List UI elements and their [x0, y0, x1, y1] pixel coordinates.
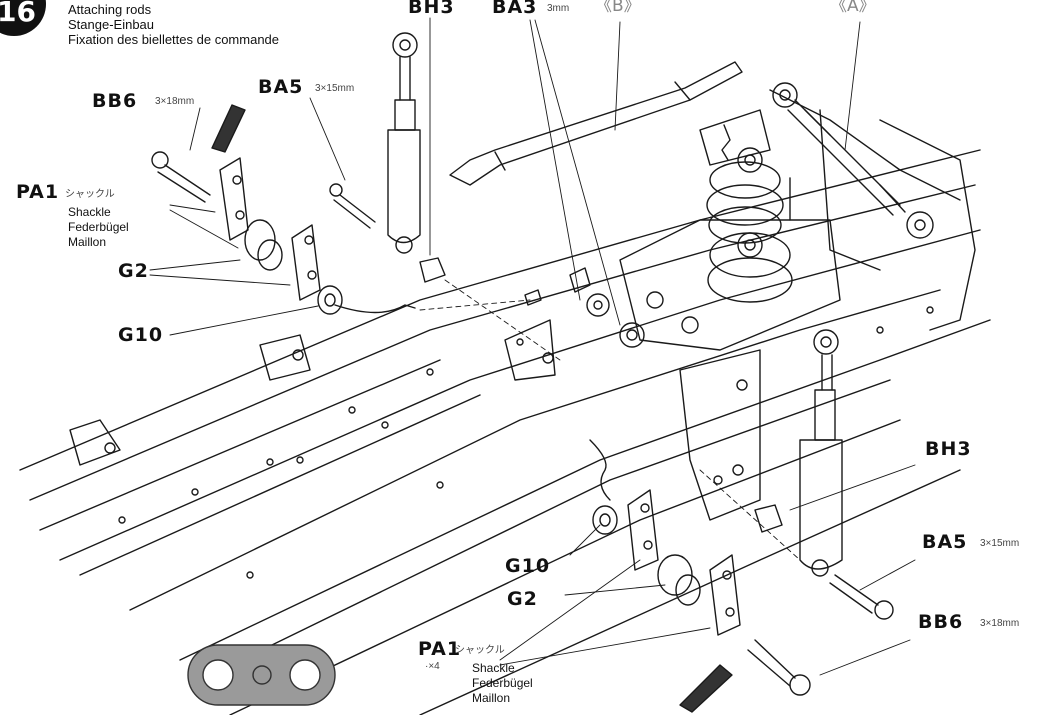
label-pa1-bottom-en: Shackle	[472, 661, 515, 675]
parts-top-left	[151, 104, 416, 315]
rod-a	[772, 82, 934, 239]
label-ba5-bottom-size: 3×15mm	[980, 538, 1020, 549]
label-ba5-top: BA5	[258, 76, 304, 98]
title-english: Attaching rods	[68, 2, 152, 17]
label-g2-top: G2	[118, 260, 149, 282]
step-title-block: Attaching rods Stange-Einbau Fixation de…	[68, 2, 279, 47]
label-g10-bottom: G10	[505, 555, 551, 577]
rod-b	[449, 61, 743, 186]
label-ba5-top-size: 3×15mm	[315, 83, 355, 94]
step-number: 16	[0, 0, 36, 28]
label-bh3-top: BH3	[408, 0, 455, 18]
label-ba5-bottom: BA5	[922, 531, 968, 553]
label-pa1-bottom-qty: ·×4	[425, 661, 440, 672]
shock-absorber-top	[387, 32, 446, 283]
label-pa1-top-en: Shackle	[68, 205, 111, 219]
shackle-actual-size-illustration	[187, 644, 336, 706]
label-pa1-bottom: PA1	[418, 638, 462, 660]
label-pa1-top-de: Federbügel	[68, 220, 129, 234]
chassis-frame	[19, 89, 991, 715]
label-bb6-bottom-size: 3×18mm	[980, 618, 1020, 629]
title-french: Fixation des biellettes de commande	[68, 32, 280, 47]
label-pa1-top-fr: Maillon	[68, 235, 107, 249]
label-g2-bottom: G2	[507, 588, 538, 610]
label-ba3: BA3	[492, 0, 538, 18]
label-rod-a: 《A》	[830, 0, 876, 16]
step-number-badge: 16	[0, 0, 46, 36]
parts-middle	[524, 124, 791, 348]
leader-lines	[149, 17, 916, 676]
label-pa1-bottom-de: Federbügel	[472, 676, 533, 690]
label-bh3-bottom: BH3	[925, 438, 972, 460]
label-pa1-bottom-jp: シャックル	[455, 645, 505, 656]
label-ba3-size: 3mm	[547, 3, 570, 14]
gearbox-assembly	[619, 109, 841, 351]
label-rod-b: 《B》	[595, 0, 641, 16]
label-pa1-top: PA1	[16, 181, 60, 203]
label-pa1-bottom-fr: Maillon	[472, 691, 511, 705]
title-german: Stange-Einbau	[68, 17, 155, 32]
label-bb6-top-size: 3×18mm	[155, 96, 195, 107]
parts-bottom-right	[589, 439, 894, 713]
shock-absorber-bottom	[754, 329, 843, 577]
label-g10-top: G10	[118, 324, 164, 346]
label-bb6-bottom: BB6	[918, 611, 964, 633]
label-bb6-top: BB6	[92, 90, 138, 112]
label-pa1-top-jp: シャックル	[65, 189, 115, 200]
